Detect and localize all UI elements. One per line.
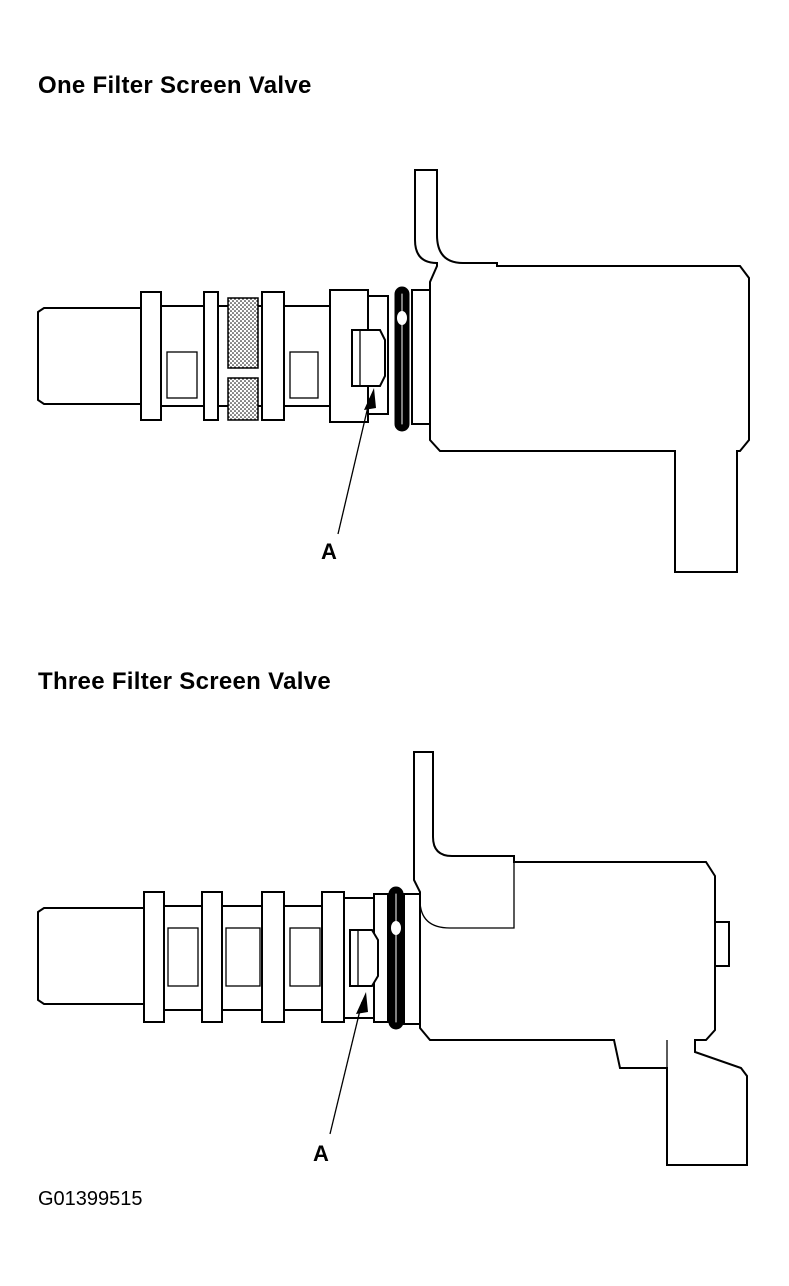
bottom-flange-1 bbox=[143, 891, 165, 1023]
bottom-solenoid-body bbox=[413, 751, 748, 1166]
bottom-flange-3 bbox=[261, 891, 285, 1023]
top-port-window-2 bbox=[289, 351, 319, 399]
one-filter-screen-valve bbox=[37, 169, 750, 573]
top-flange-1 bbox=[140, 291, 162, 421]
figure-code: G01399515 bbox=[38, 1188, 143, 1210]
top-solenoid-body bbox=[414, 169, 750, 573]
top-port-window-1 bbox=[166, 351, 198, 399]
top-valve-nose bbox=[37, 307, 151, 405]
bottom-callout-a-label: A bbox=[313, 1141, 329, 1166]
bottom-check-ball-seat bbox=[349, 929, 379, 987]
bottom-filter-screen-3 bbox=[289, 927, 321, 987]
bottom-filter-screen-1 bbox=[167, 927, 199, 987]
top-flange-2 bbox=[203, 291, 219, 421]
three-filter-screen-valve bbox=[37, 751, 748, 1166]
bottom-diagram-title: Three Filter Screen Valve bbox=[38, 668, 331, 695]
bottom-filter-screen-2 bbox=[225, 927, 261, 987]
top-filter-screen bbox=[227, 297, 259, 421]
top-callout-a-label: A bbox=[321, 539, 337, 564]
bottom-callout-leader bbox=[329, 1001, 363, 1135]
top-callout-leader bbox=[337, 397, 371, 535]
bottom-callout-arrowhead bbox=[356, 992, 368, 1014]
bottom-flange-2 bbox=[201, 891, 223, 1023]
top-o-ring bbox=[394, 286, 410, 432]
top-diagram-title: One Filter Screen Valve bbox=[38, 72, 312, 99]
bottom-body-neck bbox=[403, 893, 421, 1025]
bottom-o-ring-highlight bbox=[391, 921, 401, 935]
top-body-neck bbox=[411, 289, 431, 425]
top-flange-3 bbox=[261, 291, 285, 421]
top-o-ring-highlight bbox=[397, 311, 407, 325]
bottom-valve-nose bbox=[37, 907, 151, 1005]
top-check-ball-seat bbox=[351, 329, 386, 387]
top-callout-arrowhead bbox=[364, 388, 376, 410]
bottom-o-ring bbox=[388, 886, 404, 1030]
bottom-flange-4 bbox=[321, 891, 345, 1023]
bottom-valve-shaft bbox=[149, 905, 351, 1011]
